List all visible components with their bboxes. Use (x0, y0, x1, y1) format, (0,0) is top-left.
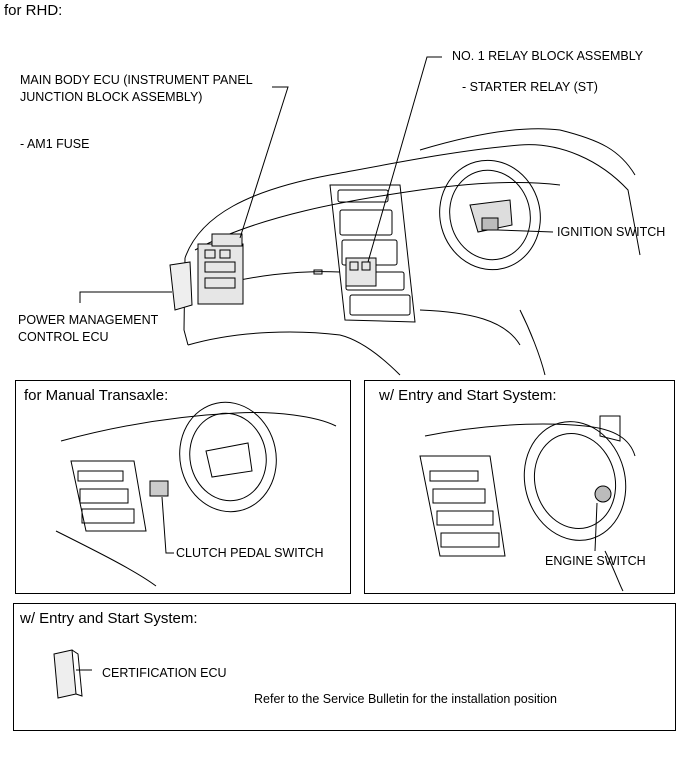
center-console (329, 184, 416, 323)
entry-steering-wheel (523, 421, 627, 541)
relay-block-label: NO. 1 RELAY BLOCK ASSEMBLY (452, 49, 644, 63)
clutch-switch-part (149, 480, 169, 497)
main-body-ecu-label-2: JUNCTION BLOCK ASSEMBLY) (20, 90, 203, 104)
power-mgmt-label-2: CONTROL ECU (18, 330, 109, 344)
relay-block (345, 257, 377, 287)
am1-fuse-label: - AM1 FUSE (20, 137, 90, 151)
entry-start-panel: w/ Entry and Start System: ENGINE SWITCH (364, 380, 675, 594)
header-text: for RHD: (4, 2, 63, 19)
manual-steering-wheel (179, 401, 277, 513)
ignition-switch-label: IGNITION SWITCH (557, 225, 666, 239)
certification-ecu-illustration (53, 649, 92, 699)
manual-illustration (55, 401, 337, 587)
engine-switch-label: ENGINE SWITCH (545, 554, 646, 568)
dashboard-outline (184, 144, 641, 259)
clutch-pedal-switch-label: CLUTCH PEDAL SWITCH (176, 546, 324, 560)
power-mgmt-ecu (169, 261, 193, 311)
certification-note: Refer to the Service Bulletin for the in… (254, 692, 557, 706)
junction-block (197, 233, 244, 305)
power-mgmt-label: POWER MANAGEMENT (18, 313, 159, 327)
manual-transaxle-panel: for Manual Transaxle: CLUTCH PEDAL SWITC… (15, 380, 351, 594)
entry-start-illustration (419, 415, 636, 592)
steering-wheel (439, 159, 541, 271)
certification-ecu-label: CERTIFICATION ECU (102, 666, 227, 680)
certification-panel: w/ Entry and Start System: CERTIFICATION… (13, 603, 676, 731)
certification-title: w/ Entry and Start System: (20, 610, 198, 627)
engine-switch-part (594, 485, 612, 503)
manual-panel-title: for Manual Transaxle: (24, 387, 169, 404)
entry-start-title: w/ Entry and Start System: (379, 387, 557, 404)
starter-relay-label: - STARTER RELAY (ST) (462, 80, 598, 94)
main-body-ecu-label: MAIN BODY ECU (INSTRUMENT PANEL (20, 73, 253, 87)
